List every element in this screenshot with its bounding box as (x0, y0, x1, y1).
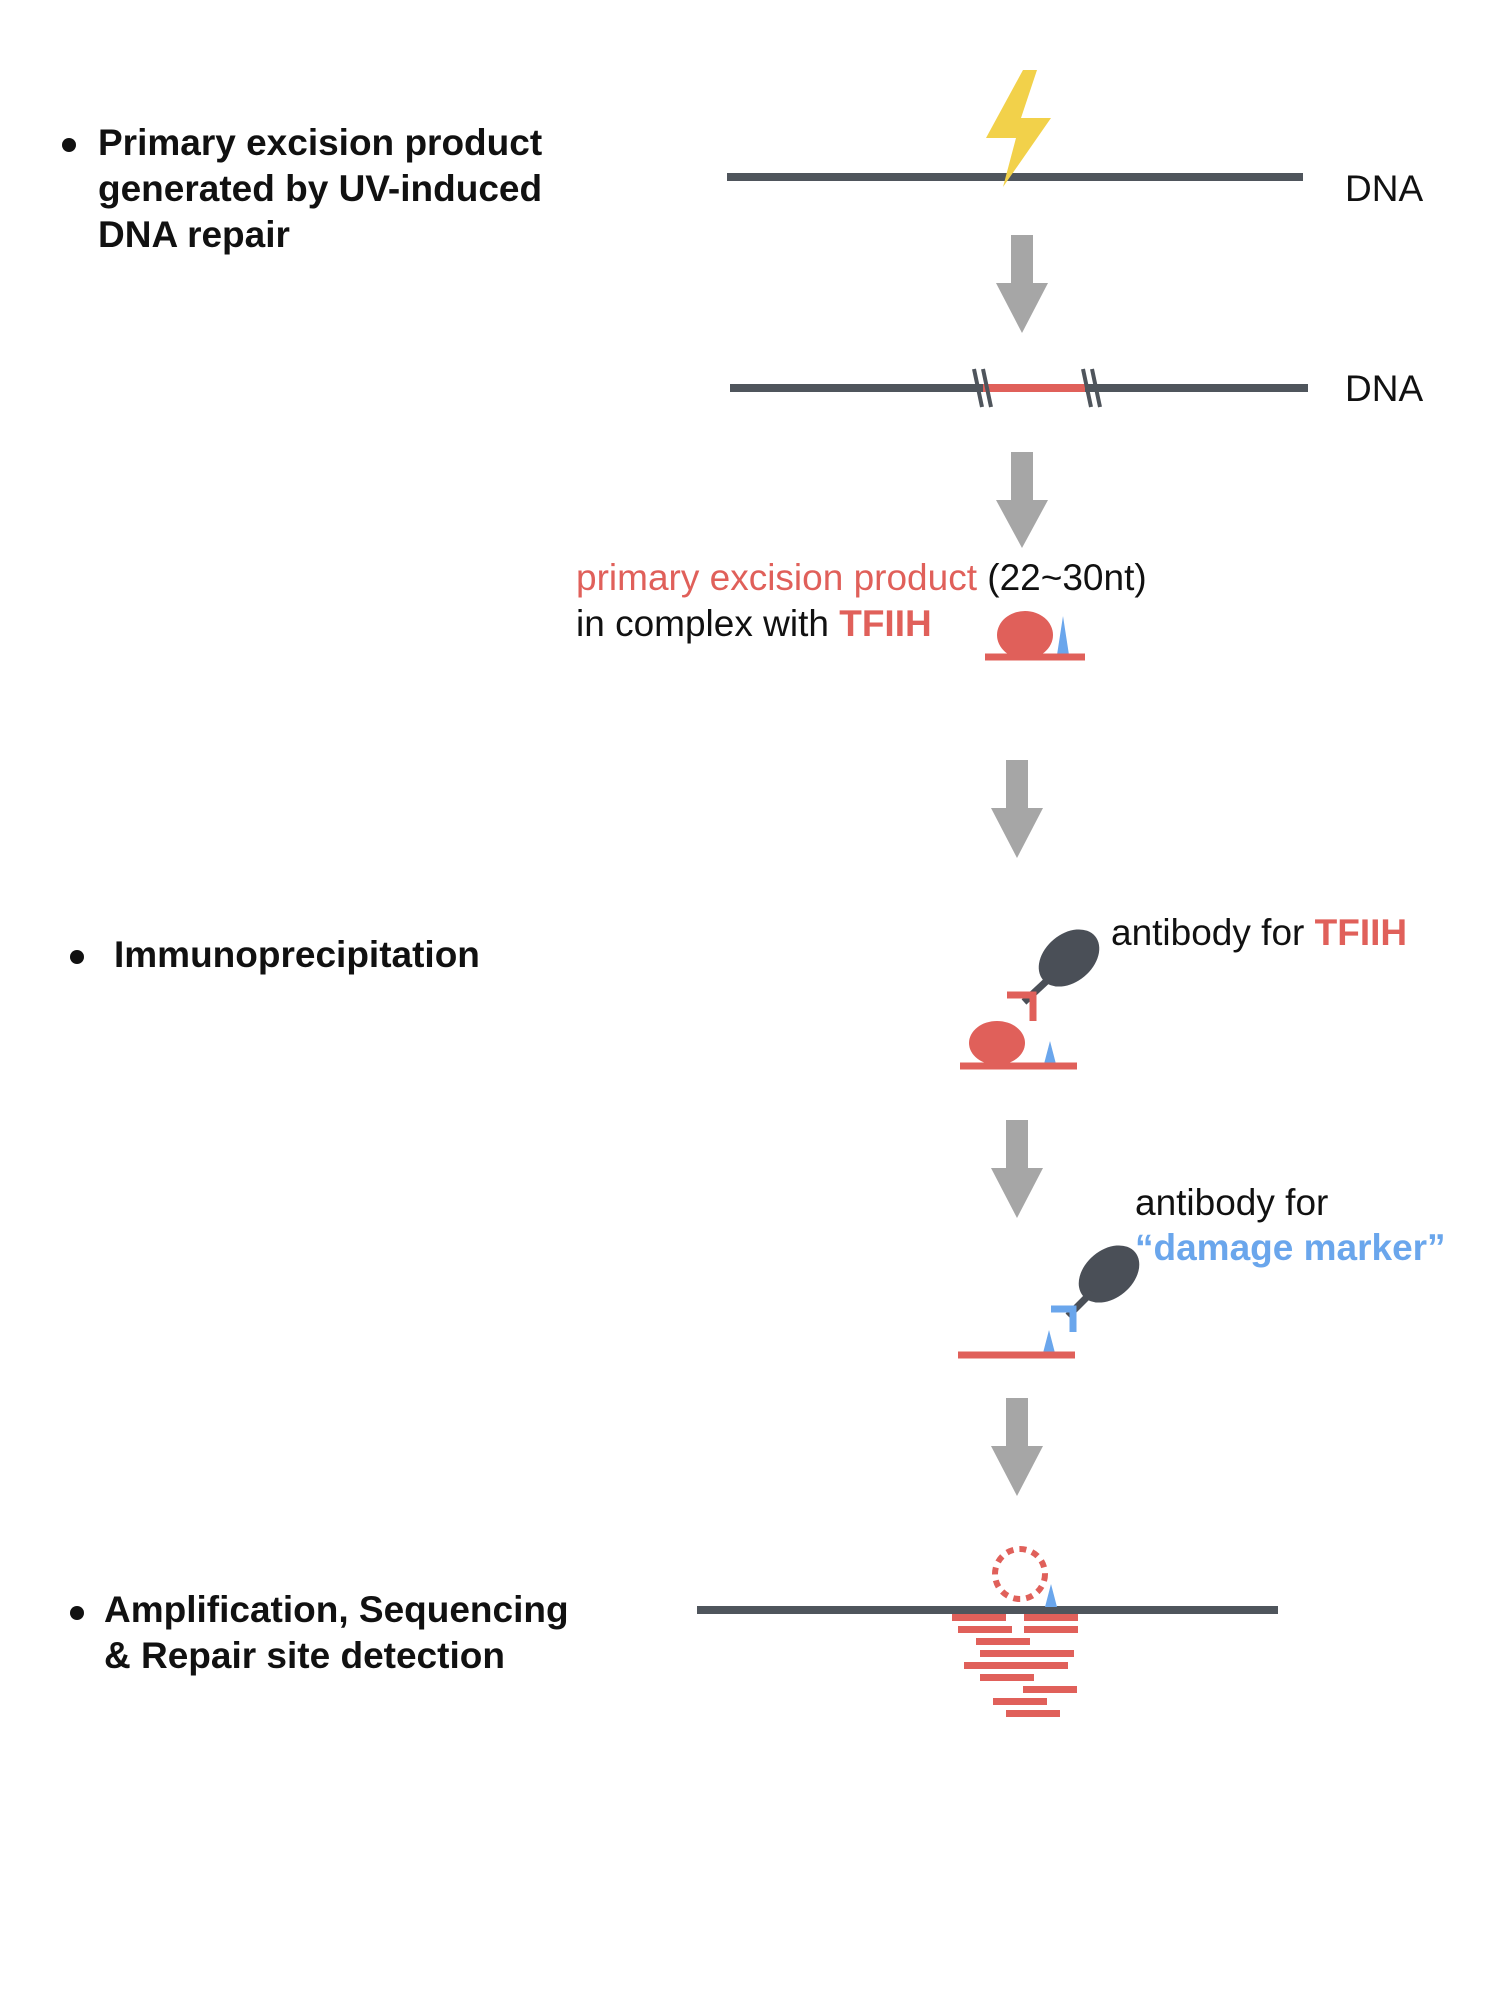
excision-site-marker (992, 1546, 1048, 1602)
antibody-icon (1051, 1245, 1140, 1332)
sequencing-read (952, 1614, 1006, 1621)
antibody-for-text: antibody for (1111, 912, 1305, 953)
incision-mark-left (972, 368, 993, 408)
tfiih-complex-label: in complex with TFIIH (576, 601, 932, 647)
sequencing-read (1014, 1662, 1068, 1669)
down-arrow-icon (991, 1398, 1043, 1496)
damage-marker-icon (1043, 1330, 1055, 1353)
step-primary-excision-text: Primary excision product generated by UV… (98, 120, 542, 258)
down-arrow-icon (991, 1120, 1043, 1218)
step-amplification-text: Amplification, Sequencing & Repair site … (104, 1587, 569, 1679)
sequencing-read (1024, 1614, 1078, 1621)
dna-label-1: DNA (1345, 168, 1424, 209)
in-complex-with-text: in complex with (576, 603, 829, 644)
sequencing-read (1023, 1686, 1077, 1693)
antibody-icon (1007, 929, 1100, 1021)
incised-dna (730, 368, 1308, 408)
sequencing-read (980, 1674, 1034, 1681)
sequencing-read (1020, 1650, 1074, 1657)
tfiih-protein-icon (969, 1021, 1025, 1065)
bullet-dot (70, 1606, 84, 1620)
down-arrow-icon (996, 452, 1048, 548)
sequencing-read (993, 1698, 1047, 1705)
bullet-dot (70, 950, 84, 964)
step-amplification-line-1: Amplification, Sequencing (104, 1589, 569, 1630)
tfiih-protein-icon (997, 611, 1053, 659)
excision-product-complex (985, 611, 1085, 661)
sequencing-read (964, 1662, 1018, 1669)
damage-marker-icon (1044, 1041, 1056, 1064)
incision-mark-right (1081, 368, 1102, 408)
tfiih-antibody-complex (960, 929, 1100, 1070)
tfiih-label: TFIIH (839, 603, 932, 644)
antibody-for-text: antibody for (1135, 1182, 1329, 1223)
antibody-tfiih-label: antibody for TFIIH (1111, 910, 1407, 956)
damage-marker-icon (1057, 616, 1069, 655)
excision-product-label: primary excision product (22~30nt) (576, 555, 1147, 601)
antibody-damage-label: antibody for (1135, 1180, 1328, 1226)
down-arrow-icon (991, 760, 1043, 858)
sequencing-read (980, 1650, 1034, 1657)
sequencing-read (1006, 1710, 1060, 1717)
sequencing-read (1024, 1626, 1078, 1633)
down-arrow-icon (996, 235, 1048, 333)
sequencing-read (958, 1626, 1012, 1633)
read-mapping (697, 1546, 1278, 1717)
dna-label-2: DNA (1345, 368, 1424, 409)
step-primary-excision-line-1: Primary excision product (98, 122, 543, 163)
excision-product-size: (22~30nt) (987, 557, 1147, 598)
lightning-icon (986, 70, 1051, 187)
step-primary-excision-line-3: DNA repair (98, 214, 290, 255)
bullet-dot (62, 138, 76, 152)
sequencing-reads (952, 1614, 1078, 1717)
tfiih-label: TFIIH (1314, 912, 1408, 953)
step-primary-excision-line-2: generated by UV-induced (98, 168, 543, 209)
damage-antibody-complex (958, 1245, 1140, 1359)
excision-product-name: primary excision product (576, 557, 977, 598)
step-immunoprecipitation-text: Immunoprecipitation (114, 934, 480, 975)
sequencing-read (976, 1638, 1030, 1645)
damage-marker-icon (1045, 1584, 1057, 1607)
step-amplification-line-2: & Repair site detection (104, 1635, 505, 1676)
damage-marker-label: “damage marker” (1135, 1227, 1446, 1268)
